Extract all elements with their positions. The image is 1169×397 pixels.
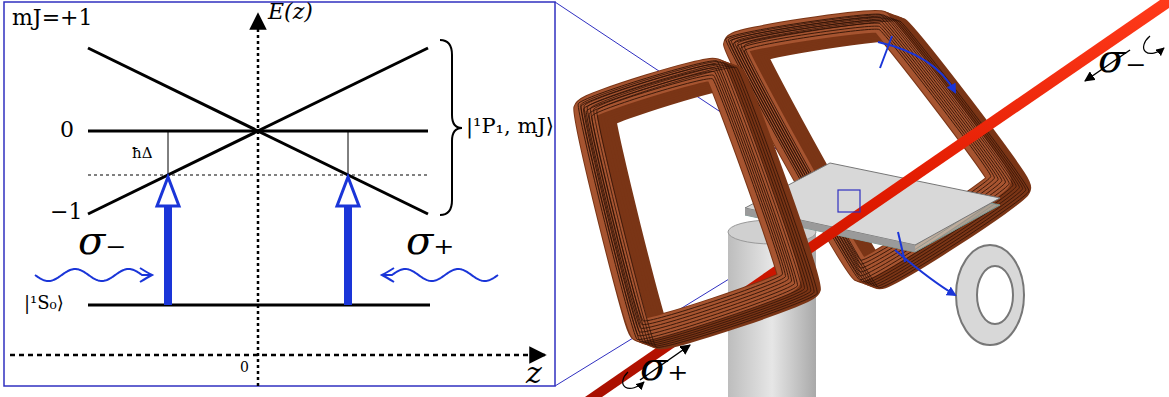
detuning-label: ħΔ xyxy=(132,145,153,162)
inset-frame xyxy=(4,2,555,386)
ground-level xyxy=(88,304,430,307)
level-label: −1 xyxy=(50,200,82,224)
axis-label: z xyxy=(526,356,542,389)
level-line xyxy=(88,130,428,133)
photon-arrowhead xyxy=(382,268,394,282)
level-line xyxy=(88,48,428,214)
brace xyxy=(440,40,462,215)
z-axis xyxy=(10,354,545,357)
level-label: mJ=+1 xyxy=(12,6,93,30)
level-label: 0 xyxy=(60,118,74,142)
detuning-line xyxy=(88,175,428,176)
detuning-marker xyxy=(168,131,169,175)
state-label: |¹S₀⟩ xyxy=(24,293,64,313)
axis-label: 0 xyxy=(240,360,249,375)
photon-wave xyxy=(35,269,150,281)
transition-arrow xyxy=(157,177,179,305)
polarization-label: σ₊ xyxy=(406,218,454,262)
photon-arrowhead xyxy=(140,268,152,282)
coil xyxy=(578,61,817,348)
polarization-label: σ₊ xyxy=(640,344,688,388)
energy-axis xyxy=(257,14,260,386)
zoom-box xyxy=(838,190,860,212)
photon-wave xyxy=(384,269,498,281)
axis-label: E(z) xyxy=(268,0,313,24)
state-label: |¹P₁, mJ⟩ xyxy=(466,115,554,138)
flange xyxy=(956,245,1024,345)
polarization-label: σ₋ xyxy=(78,218,126,262)
transition-arrow xyxy=(337,177,359,305)
detuning-marker xyxy=(348,131,349,175)
level-line xyxy=(88,48,428,214)
polarization-label: σ₋ xyxy=(1098,36,1146,80)
laser-beam xyxy=(585,0,1169,397)
current-arrow xyxy=(878,36,955,295)
